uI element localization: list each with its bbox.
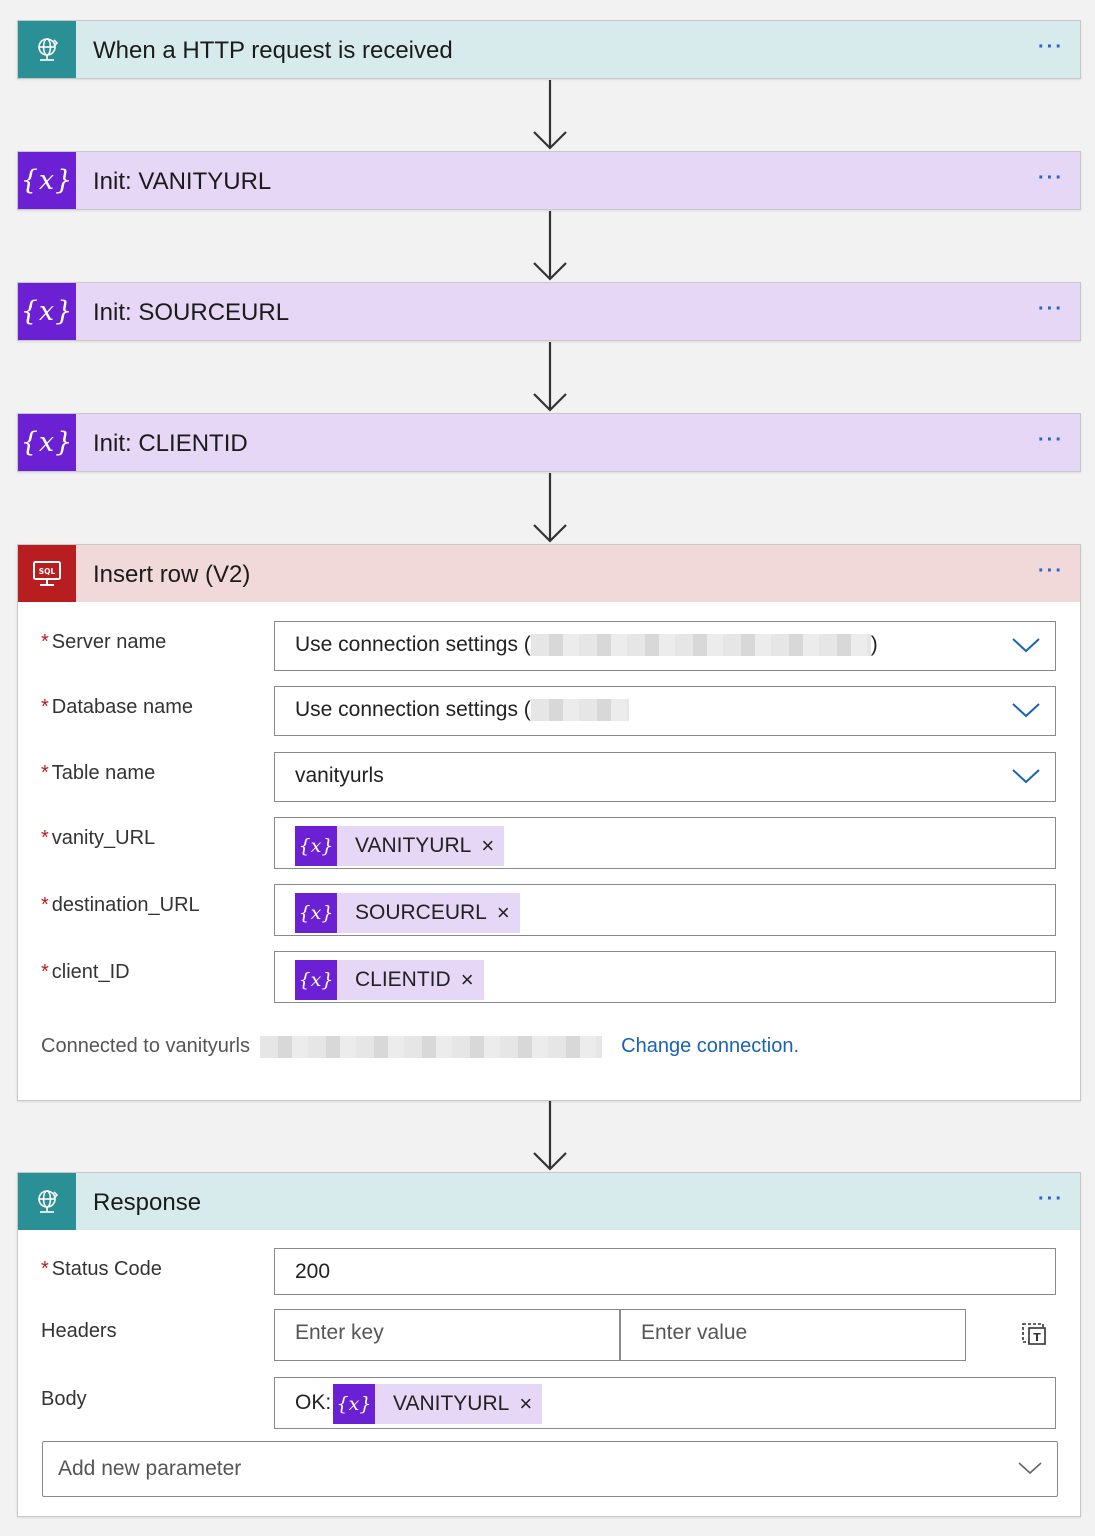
connector-arrow xyxy=(533,1101,567,1171)
sql-server-icon: SQL xyxy=(18,545,76,602)
variable-icon: {x} xyxy=(295,826,337,866)
step-title: Init: VANITYURL xyxy=(93,168,272,195)
table-name-dropdown[interactable]: vanityurls xyxy=(274,752,1056,802)
more-options-button[interactable]: ··· xyxy=(1038,559,1064,582)
server-name-label: *Server name xyxy=(41,631,167,653)
connector-arrow xyxy=(533,342,567,412)
response-header[interactable]: Response ··· xyxy=(18,1173,1080,1230)
response-card[interactable]: Response ··· *Status Code 200 Headers En… xyxy=(17,1172,1081,1517)
more-options-button[interactable]: ··· xyxy=(1038,1187,1064,1210)
token-chip-vanityurl[interactable]: {x} VANITYURL × xyxy=(295,826,505,866)
init-sourceurl-header[interactable]: {x} Init: SOURCEURL ··· xyxy=(18,283,1080,340)
switch-to-text-mode-icon[interactable]: T xyxy=(1020,1319,1048,1347)
chevron-down-icon[interactable] xyxy=(1011,700,1041,720)
required-asterisk: * xyxy=(41,1258,49,1280)
more-options-button[interactable]: ··· xyxy=(1038,428,1064,451)
status-code-input[interactable]: 200 xyxy=(274,1248,1056,1295)
connector-arrow xyxy=(533,211,567,281)
step-title: Response xyxy=(93,1189,202,1216)
remove-token-button[interactable]: × xyxy=(481,833,495,858)
insert-row-card[interactable]: SQL Insert row (V2) ··· *Server name Use… xyxy=(17,544,1081,1101)
connection-info: Connected to vanityurls Change connectio… xyxy=(41,1035,800,1058)
server-name-dropdown[interactable]: Use connection settings () xyxy=(274,621,1056,671)
variable-icon: {x} xyxy=(18,283,76,340)
remove-token-button[interactable]: × xyxy=(496,900,510,925)
destination-url-label: *destination_URL xyxy=(41,894,200,916)
connector-arrow xyxy=(533,473,567,543)
required-asterisk: * xyxy=(41,762,49,784)
init-sourceurl-card[interactable]: {x} Init: SOURCEURL ··· xyxy=(17,282,1081,341)
vanity-url-field[interactable]: {x} VANITYURL × xyxy=(274,817,1056,869)
chevron-down-icon[interactable] xyxy=(1017,1460,1043,1476)
vanity-url-label: *vanity_URL xyxy=(41,827,156,849)
required-asterisk: * xyxy=(41,827,49,849)
variable-icon: {x} xyxy=(18,414,76,471)
remove-token-button[interactable]: × xyxy=(460,967,474,992)
svg-text:T: T xyxy=(1033,1331,1041,1344)
body-label: Body xyxy=(41,1388,87,1410)
init-clientid-header[interactable]: {x} Init: CLIENTID ··· xyxy=(18,414,1080,471)
step-title: When a HTTP request is received xyxy=(93,37,453,64)
http-globe-icon xyxy=(18,1173,76,1230)
init-vanityurl-header[interactable]: {x} Init: VANITYURL ··· xyxy=(18,152,1080,209)
variable-icon: {x} xyxy=(295,893,337,933)
step-title: Insert row (V2) xyxy=(93,561,251,588)
body-field[interactable]: OK: {x} VANITYURL × xyxy=(274,1377,1056,1429)
header-key-input[interactable]: Enter key xyxy=(274,1309,620,1361)
database-name-label: *Database name xyxy=(41,696,193,718)
http-request-trigger-card[interactable]: When a HTTP request is received ··· xyxy=(17,20,1081,79)
init-vanityurl-card[interactable]: {x} Init: VANITYURL ··· xyxy=(17,151,1081,210)
variable-icon: {x} xyxy=(333,1384,375,1424)
http-globe-icon xyxy=(18,21,76,78)
svg-text:SQL: SQL xyxy=(39,567,56,576)
destination-url-field[interactable]: {x} SOURCEURL × xyxy=(274,884,1056,936)
database-name-dropdown[interactable]: Use connection settings ( xyxy=(274,686,1056,736)
required-asterisk: * xyxy=(41,961,49,983)
required-asterisk: * xyxy=(41,894,49,916)
step-title: Init: SOURCEURL xyxy=(93,299,290,326)
chevron-down-icon[interactable] xyxy=(1011,635,1041,655)
client-id-label: *client_ID xyxy=(41,961,130,983)
token-chip-sourceurl[interactable]: {x} SOURCEURL × xyxy=(295,893,520,933)
headers-label: Headers xyxy=(41,1320,117,1342)
add-new-parameter-dropdown[interactable]: Add new parameter xyxy=(42,1441,1058,1497)
variable-icon: {x} xyxy=(18,152,76,209)
token-chip-clientid[interactable]: {x} CLIENTID × xyxy=(295,960,484,1000)
http-request-trigger-header[interactable]: When a HTTP request is received ··· xyxy=(18,21,1080,78)
required-asterisk: * xyxy=(41,696,49,718)
more-options-button[interactable]: ··· xyxy=(1038,35,1064,58)
step-title: Init: CLIENTID xyxy=(93,430,248,457)
init-clientid-card[interactable]: {x} Init: CLIENTID ··· xyxy=(17,413,1081,472)
change-connection-link[interactable]: Change connection. xyxy=(621,1035,800,1057)
header-value-input[interactable]: Enter value xyxy=(620,1309,966,1361)
more-options-button[interactable]: ··· xyxy=(1038,166,1064,189)
variable-icon: {x} xyxy=(295,960,337,1000)
table-name-label: *Table name xyxy=(41,762,156,784)
status-code-label: *Status Code xyxy=(41,1258,162,1280)
remove-token-button[interactable]: × xyxy=(519,1391,533,1416)
required-asterisk: * xyxy=(41,631,49,653)
insert-row-header[interactable]: SQL Insert row (V2) ··· xyxy=(18,545,1080,602)
chevron-down-icon[interactable] xyxy=(1011,766,1041,786)
more-options-button[interactable]: ··· xyxy=(1038,297,1064,320)
token-chip-vanityurl[interactable]: {x} VANITYURL × xyxy=(333,1384,543,1424)
connector-arrow xyxy=(533,80,567,150)
client-id-field[interactable]: {x} CLIENTID × xyxy=(274,951,1056,1003)
